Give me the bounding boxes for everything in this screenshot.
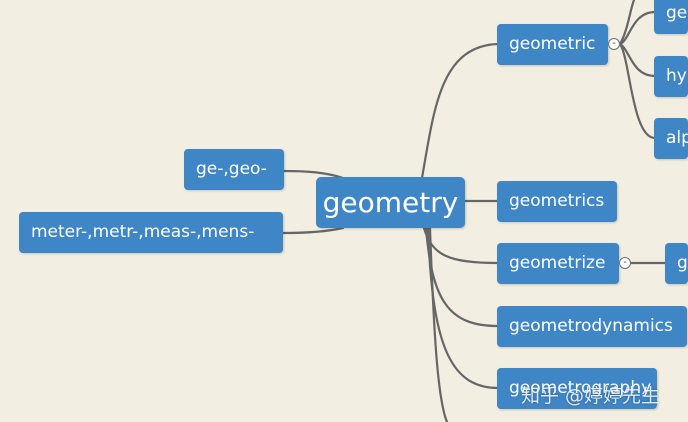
connector-root-ge xyxy=(282,169,345,180)
collapse-symbol: - xyxy=(612,38,616,49)
connector-root-geometrodynamics xyxy=(424,226,500,328)
collapse-toggle-geometric[interactable]: - xyxy=(608,38,620,50)
connector-root-geometrography xyxy=(426,226,500,390)
branch-node-ge-geo[interactable]: ge-,geo- xyxy=(184,149,284,190)
sub-node-label: ge xyxy=(666,3,688,23)
branch-node-label: geometrize xyxy=(509,253,606,273)
connector-geometric-top xyxy=(618,0,636,46)
connector-geometric-alp xyxy=(618,42,657,140)
sub-node-label: alp xyxy=(666,128,688,148)
sub-node-g[interactable]: g xyxy=(665,243,688,284)
sub-node-hy[interactable]: hy xyxy=(654,56,688,97)
branch-node-label: geometrics xyxy=(509,191,605,211)
branch-node-label: geometric xyxy=(509,34,596,54)
connector-root-geometric xyxy=(420,42,500,180)
collapse-toggle-geometrize[interactable]: - xyxy=(619,257,631,269)
sub-node-label: g xyxy=(677,253,688,273)
sub-node-alp[interactable]: alp xyxy=(654,118,688,159)
branch-node-meter[interactable]: meter-,metr-,meas-,mens- xyxy=(19,212,283,253)
branch-node-geometrodynamics[interactable]: geometrodynamics xyxy=(497,306,687,347)
branch-node-geometric[interactable]: geometric xyxy=(497,24,608,65)
watermark-text: 知乎 @婷婷先生 xyxy=(521,385,661,407)
sub-node-ge[interactable]: ge xyxy=(654,0,688,34)
connector-root-offscreen xyxy=(428,226,449,422)
branch-node-label: ge-,geo- xyxy=(196,159,267,179)
collapse-symbol: - xyxy=(623,257,627,268)
branch-node-label: geometrography xyxy=(509,378,652,398)
sub-node-label: hy xyxy=(666,66,687,86)
branch-node-geometrography[interactable]: geometrography xyxy=(497,368,657,409)
root-node-geometry[interactable]: geometry xyxy=(316,177,465,228)
branch-node-geometrize[interactable]: geometrize xyxy=(497,243,619,284)
root-node-label: geometry xyxy=(322,185,459,219)
branch-node-geometrics[interactable]: geometrics xyxy=(497,181,617,222)
connector-root-geometrize xyxy=(422,226,500,265)
connector-geometric-ge xyxy=(618,10,657,46)
branch-node-label: geometrodynamics xyxy=(509,316,673,336)
branch-node-label: meter-,metr-,meas-,mens- xyxy=(31,222,255,242)
connector-root-meter xyxy=(281,226,345,235)
